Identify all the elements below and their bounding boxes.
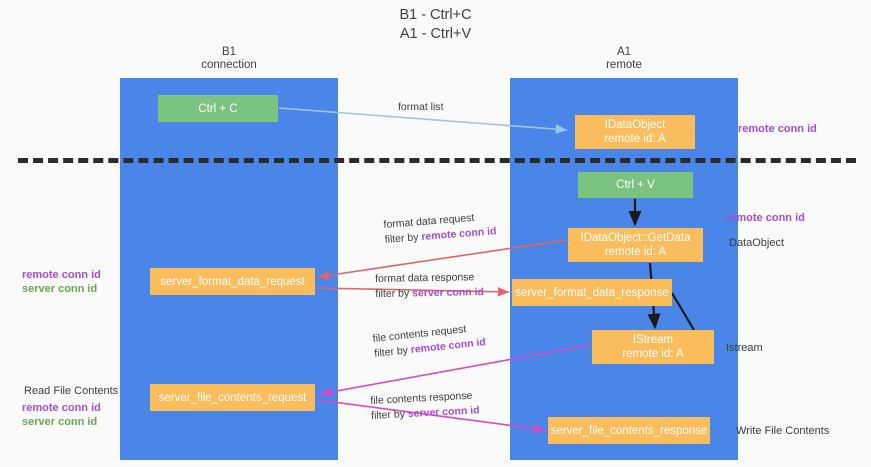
filter-by-prefix: filter by: [375, 287, 413, 300]
annotation-left-conn-ids-upper: remote conn id server conn id: [22, 268, 101, 296]
node-ctrl-v[interactable]: Ctrl + V: [578, 172, 693, 198]
annotation-left-conn-ids-lower: remote conn id server conn id: [22, 401, 101, 429]
node-server-file-contents-request[interactable]: server_file_contents_request: [150, 384, 315, 411]
edge-label-format-list-text: format list: [398, 101, 444, 113]
annotation-istream-text: Istream: [726, 342, 763, 354]
annotation-left-server-conn-id-1: server conn id: [22, 283, 98, 295]
filter-by-prefix: filter by: [384, 231, 422, 246]
node-istream-title: IStream: [632, 334, 674, 346]
title-line-2: A1 - Ctrl+V: [399, 26, 472, 42]
node-idataobject-getdata[interactable]: IDataObject::GetData remote id: A: [568, 228, 703, 262]
phase-divider: [18, 158, 856, 163]
annotation-left-remote-conn-id-1: remote conn id: [22, 269, 101, 281]
filter-key-server-conn-id: server conn id: [407, 404, 480, 421]
annotation-remote-conn-id-mid-text: remote conn id: [726, 212, 805, 224]
column-header-b1: B1 connection: [120, 46, 338, 72]
annotation-left-server-conn-id-2: server conn id: [22, 416, 98, 428]
edge-label-format-data-request: format data request filter by remote con…: [383, 209, 497, 248]
node-server-format-data-response-label: server_format_data_response: [515, 286, 669, 299]
page-title: B1 - Ctrl+C A1 - Ctrl+V: [0, 6, 871, 44]
node-server-format-data-response[interactable]: server_format_data_response: [512, 279, 672, 306]
node-istream[interactable]: IStream remote id: A: [592, 330, 714, 364]
annotation-write-file-contents-text: Write File Contents: [736, 425, 830, 437]
annotation-istream: Istream: [726, 341, 763, 355]
node-server-file-contents-response-label: server_file_contents_response: [550, 424, 708, 437]
edge-label-file-contents-request: file contents request filter by remote c…: [372, 320, 487, 362]
annotation-write-file-contents: Write File Contents: [736, 424, 829, 438]
node-istream-subtitle: remote id: A: [622, 348, 684, 360]
annotation-remote-conn-id-top: remote conn id: [738, 122, 817, 136]
annotation-dataobject-text: DataObject: [729, 237, 785, 249]
node-ctrl-c[interactable]: Ctrl + C: [158, 95, 278, 122]
annotation-remote-conn-id-top-text: remote conn id: [738, 123, 817, 135]
node-ctrl-v-label: Ctrl + V: [616, 179, 655, 191]
filter-by-prefix: filter by: [373, 344, 412, 360]
column-header-a1-name: A1: [616, 46, 632, 58]
edge-label-file-contents-response: file contents response filter by server …: [370, 388, 480, 424]
node-server-file-contents-request-label: server_file_contents_request: [158, 391, 307, 404]
node-getdata-subtitle: remote id: A: [604, 246, 667, 258]
filter-key-server-conn-id: server conn id: [412, 286, 485, 300]
edge-label-format-data-response-line2: filter by server conn id: [375, 285, 484, 302]
node-idataobject-subtitle: remote id: A: [604, 133, 666, 145]
node-server-format-data-request[interactable]: server_format_data_request: [150, 268, 315, 295]
column-header-b1-name: B1: [221, 46, 237, 58]
annotation-read-file-contents: Read File Contents: [24, 384, 118, 398]
title-line-1: B1 - Ctrl+C: [399, 7, 472, 23]
node-idataobject-title: IDataObject: [604, 119, 666, 131]
node-ctrl-c-label: Ctrl + C: [198, 102, 238, 115]
annotation-read-file-contents-text: Read File Contents: [24, 385, 119, 397]
edge-label-format-list: format list: [398, 100, 444, 115]
filter-by-prefix: filter by: [370, 408, 409, 422]
node-getdata-title: IDataObject::GetData: [580, 232, 691, 244]
annotation-dataobject: DataObject: [729, 236, 784, 250]
edge-label-format-data-response: format data response filter by server co…: [375, 270, 484, 302]
node-idataobject[interactable]: IDataObject remote id: A: [575, 115, 695, 149]
annotation-left-remote-conn-id-2: remote conn id: [22, 402, 101, 414]
column-header-b1-role: connection: [201, 59, 257, 71]
column-header-a1: A1 remote: [510, 46, 738, 72]
node-server-file-contents-response[interactable]: server_file_contents_response: [548, 417, 710, 444]
column-header-a1-role: remote: [606, 59, 642, 71]
annotation-remote-conn-id-mid: remote conn id: [726, 211, 805, 225]
node-server-format-data-request-label: server_format_data_request: [160, 275, 305, 288]
